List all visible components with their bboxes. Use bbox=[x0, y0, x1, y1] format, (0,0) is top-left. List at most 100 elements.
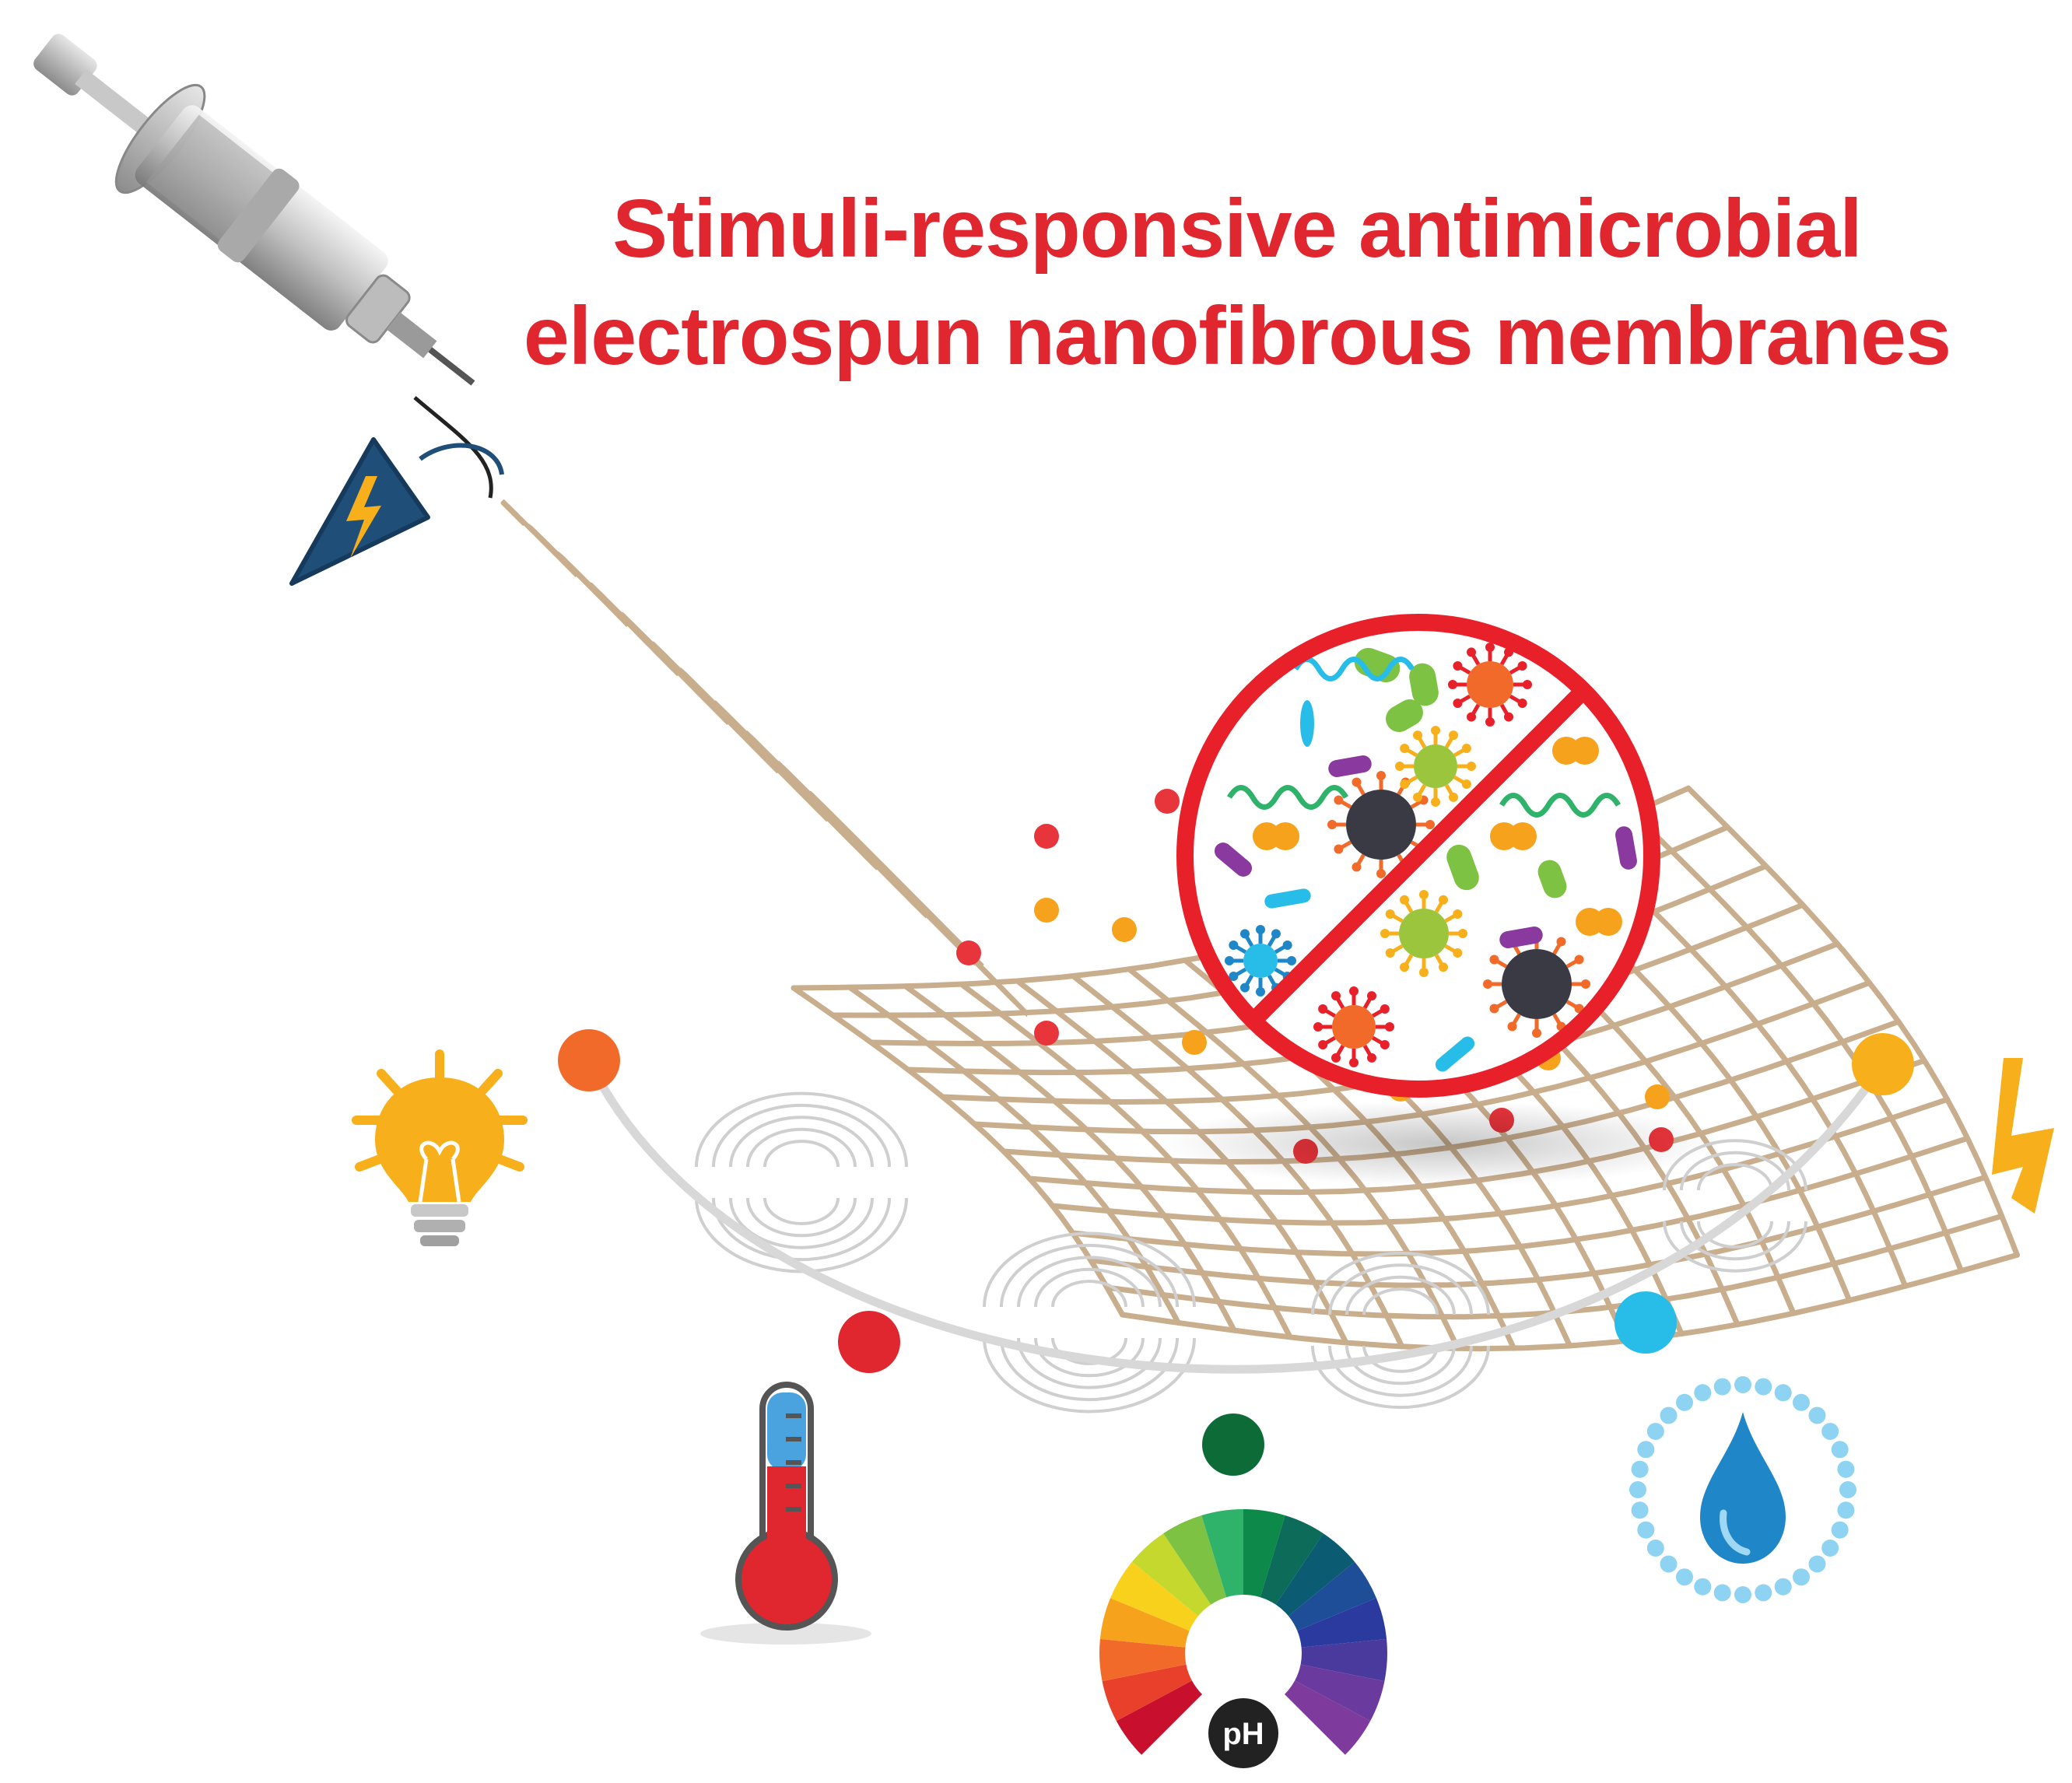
bacterium bbox=[1386, 699, 1423, 732]
ph-segment bbox=[1110, 1561, 1198, 1631]
ph-segment bbox=[1288, 1561, 1376, 1631]
wave-arc bbox=[1311, 1345, 1490, 1410]
title-line-2: electrospun nanofibrous membranes bbox=[523, 290, 1951, 382]
spike-tip bbox=[1485, 717, 1495, 727]
spike-tip bbox=[1225, 956, 1234, 965]
nanoparticle bbox=[1034, 824, 1059, 849]
page-title: Stimuli-responsive antimicrobial electro… bbox=[498, 175, 1976, 390]
wave-arc bbox=[712, 1197, 891, 1262]
wave-arc bbox=[1663, 1221, 1807, 1273]
spike-tip bbox=[1467, 647, 1476, 657]
light-bulb-icon bbox=[352, 1049, 528, 1246]
ph-badge bbox=[1208, 1698, 1278, 1768]
drop-dot bbox=[1734, 1376, 1751, 1393]
antimicrobial-prohibition bbox=[1176, 614, 1660, 1098]
spike-tip bbox=[1327, 820, 1337, 829]
spike-tip bbox=[1448, 680, 1457, 689]
spike-tip bbox=[1556, 937, 1566, 947]
wave-arc bbox=[1697, 1163, 1773, 1191]
virus bbox=[1313, 986, 1394, 1067]
spike-tip bbox=[1380, 1040, 1390, 1049]
coccus bbox=[1509, 822, 1537, 850]
ph-segment bbox=[1275, 1533, 1355, 1617]
drop-dot bbox=[1774, 1578, 1792, 1596]
spike-tip bbox=[1449, 792, 1458, 802]
drop-dot bbox=[1793, 1393, 1810, 1411]
nanoparticle bbox=[1645, 1084, 1670, 1109]
spike-tip bbox=[1334, 795, 1344, 805]
spike-tip bbox=[1352, 862, 1362, 872]
wave-arc bbox=[1051, 1337, 1127, 1365]
wave-arc bbox=[729, 1197, 874, 1249]
drop-dot bbox=[1755, 1584, 1772, 1602]
nanoparticle bbox=[1112, 917, 1137, 942]
flagellum bbox=[1499, 793, 1621, 818]
bacterium bbox=[1214, 842, 1253, 877]
wave-arc bbox=[712, 1103, 891, 1168]
ph-segment bbox=[1132, 1533, 1211, 1617]
spike-tip bbox=[1380, 929, 1390, 938]
drop-dot bbox=[1837, 1501, 1855, 1519]
virus bbox=[1448, 643, 1532, 727]
wave-arc bbox=[1680, 1221, 1790, 1261]
bacterium bbox=[1499, 927, 1543, 948]
wave-arc bbox=[1051, 1280, 1127, 1308]
spike-tip bbox=[1467, 712, 1476, 722]
wave-arc bbox=[763, 1197, 840, 1225]
spike-tip bbox=[1425, 820, 1435, 829]
ph-node bbox=[1202, 1413, 1264, 1476]
virus-body bbox=[1243, 944, 1278, 978]
virus bbox=[1483, 930, 1590, 1038]
spike-tip bbox=[1458, 929, 1467, 938]
electric-node bbox=[1852, 1033, 1914, 1095]
spike-tip bbox=[1581, 979, 1590, 989]
wave-arc bbox=[1328, 1263, 1473, 1315]
spike-tip bbox=[1419, 890, 1429, 899]
spike-tip bbox=[1334, 844, 1344, 854]
bacterium bbox=[1537, 860, 1567, 899]
wave-arc bbox=[1017, 1256, 1162, 1308]
ph-segment bbox=[1260, 1515, 1323, 1605]
drop-dot bbox=[1646, 1423, 1664, 1440]
drop-dot bbox=[1637, 1441, 1655, 1459]
spike-tip bbox=[1349, 1058, 1359, 1067]
spike-tip bbox=[1532, 1028, 1541, 1038]
nanoparticle bbox=[1034, 1021, 1059, 1046]
drop-dot bbox=[1660, 1555, 1678, 1573]
syringe-icon bbox=[33, 33, 475, 386]
ph-segment bbox=[1099, 1638, 1187, 1682]
flagellum bbox=[1226, 785, 1349, 810]
drop-dot bbox=[1637, 1521, 1655, 1539]
spike-tip bbox=[1439, 962, 1448, 972]
spike-tip bbox=[1507, 1021, 1517, 1032]
spike-tip bbox=[1349, 986, 1359, 996]
spike-tip bbox=[1461, 744, 1471, 753]
wave-arc bbox=[763, 1140, 840, 1168]
spike-tip bbox=[1431, 797, 1440, 807]
bacterium bbox=[1300, 700, 1314, 747]
ph-segment bbox=[1099, 1598, 1190, 1648]
spike-tip bbox=[1256, 987, 1265, 997]
drop-dot bbox=[1755, 1378, 1772, 1396]
fiber-jet-coil bbox=[500, 499, 1028, 1018]
ph-label: pH bbox=[1222, 1717, 1264, 1751]
wave-arc bbox=[1000, 1243, 1179, 1308]
mesh-fiber bbox=[1120, 1252, 2020, 1352]
spike-tip bbox=[1467, 762, 1476, 771]
spike-tip bbox=[1376, 869, 1386, 878]
bacterium bbox=[1264, 888, 1311, 909]
drop-dot bbox=[1676, 1393, 1693, 1411]
spike-tip bbox=[1449, 730, 1458, 741]
bacterium bbox=[1446, 844, 1479, 891]
spike-tip bbox=[1431, 726, 1440, 735]
moisture-node bbox=[1614, 1291, 1677, 1354]
spike-tip bbox=[1331, 991, 1341, 1001]
drop-dot bbox=[1734, 1586, 1751, 1603]
drop-dot bbox=[1821, 1423, 1839, 1440]
spike-tip bbox=[1271, 929, 1281, 939]
drop-dot bbox=[1808, 1555, 1826, 1573]
ph-segment bbox=[1295, 1664, 1385, 1722]
virus-body bbox=[1399, 909, 1449, 958]
spike-tip bbox=[1504, 712, 1513, 722]
wave-arc bbox=[1034, 1267, 1145, 1308]
